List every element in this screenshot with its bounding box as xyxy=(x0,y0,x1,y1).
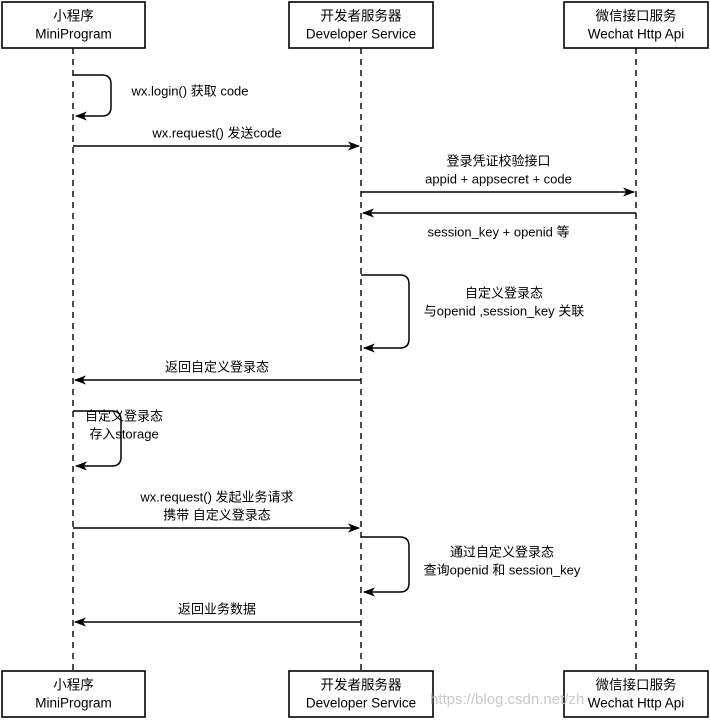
self-message-label-line-1: 存入storage xyxy=(89,426,158,441)
message-m6[interactable]: 返回自定义登录态 xyxy=(74,359,361,385)
actor-label-cn: 小程序 xyxy=(53,677,94,692)
self-message-loop xyxy=(361,274,410,353)
actor-box-wechat-bottom[interactable]: 微信接口服务 Wechat Http Api xyxy=(563,670,709,718)
self-message-loop xyxy=(73,74,112,121)
actor-box-developer-bottom[interactable]: 开发者服务器 Developer Service xyxy=(288,670,434,718)
actor-box-wechat-top[interactable]: 微信接口服务 Wechat Http Api xyxy=(563,1,709,49)
message-label-line-0: 登录凭证校验接口 xyxy=(446,153,550,168)
message-label-line-0: session_key + openid 等 xyxy=(427,224,569,239)
self-message-label-line-1: 查询openid 和 session_key xyxy=(424,562,581,577)
self-message-label-line-1: 与openid ,session_key 关联 xyxy=(424,303,584,318)
self-message-label-line-0: wx.login() 获取 code xyxy=(130,83,248,98)
actor-label-en: Developer Service xyxy=(306,696,416,711)
lifelines-group xyxy=(72,48,637,671)
self-message-label-line-0: 自定义登录态 xyxy=(465,285,543,300)
actor-label-en: Developer Service xyxy=(306,27,416,42)
actor-box-rect xyxy=(288,670,434,718)
watermark: https://blog.csdn.net/zh xyxy=(430,691,584,708)
actor-box-miniprogram-bottom[interactable]: 小程序 MiniProgram xyxy=(1,670,146,718)
actor-label-en: MiniProgram xyxy=(35,696,112,711)
actor-box-rect xyxy=(563,670,709,718)
actor-box-miniprogram-top[interactable]: 小程序 MiniProgram xyxy=(1,1,146,49)
watermark-label: https://blog.csdn.net/zh xyxy=(430,691,584,708)
actor-label-cn: 小程序 xyxy=(53,8,94,23)
actor-box-rect xyxy=(288,1,434,49)
message-label-line-1: 携带 自定义登录态 xyxy=(163,507,271,522)
actor-label-en: Wechat Http Api xyxy=(588,696,685,711)
actor-label-cn: 微信接口服务 xyxy=(596,676,677,692)
message-m4[interactable]: session_key + openid 等 xyxy=(362,208,636,239)
self-message-label-line-0: 通过自定义登录态 xyxy=(450,544,554,559)
message-m2[interactable]: wx.request() 发送code xyxy=(73,125,360,151)
message-m3[interactable]: 登录凭证校验接口 appid + appsecret + code xyxy=(361,153,635,197)
message-m10[interactable]: 返回业务数据 xyxy=(74,601,361,627)
message-label-line-0: 返回业务数据 xyxy=(178,601,256,616)
self-message-loop xyxy=(73,410,122,471)
message-label-line-1: appid + appsecret + code xyxy=(425,171,572,186)
message-label-line-0: wx.request() 发起业务请求 xyxy=(139,489,293,504)
actor-label-en: Wechat Http Api xyxy=(588,27,685,42)
actor-label-en: MiniProgram xyxy=(35,27,112,42)
actor-box-rect xyxy=(1,670,146,718)
message-m1[interactable]: wx.login() 获取 code xyxy=(73,74,249,121)
actor-box-rect xyxy=(563,1,709,49)
self-message-label-line-0: 自定义登录态 xyxy=(85,408,163,423)
message-label-line-0: 返回自定义登录态 xyxy=(165,359,269,374)
messages-group: wx.login() 获取 code wx.request() 发送code 登录凭… xyxy=(73,74,636,627)
actor-label-cn: 开发者服务器 xyxy=(321,8,402,23)
actor-label-cn: 微信接口服务 xyxy=(596,7,677,23)
actor-box-rect xyxy=(1,1,146,49)
actor-label-cn: 开发者服务器 xyxy=(321,677,402,692)
actor-box-developer-top[interactable]: 开发者服务器 Developer Service xyxy=(288,1,434,49)
message-label-line-0: wx.request() 发送code xyxy=(151,125,281,140)
self-message-loop xyxy=(361,536,410,597)
